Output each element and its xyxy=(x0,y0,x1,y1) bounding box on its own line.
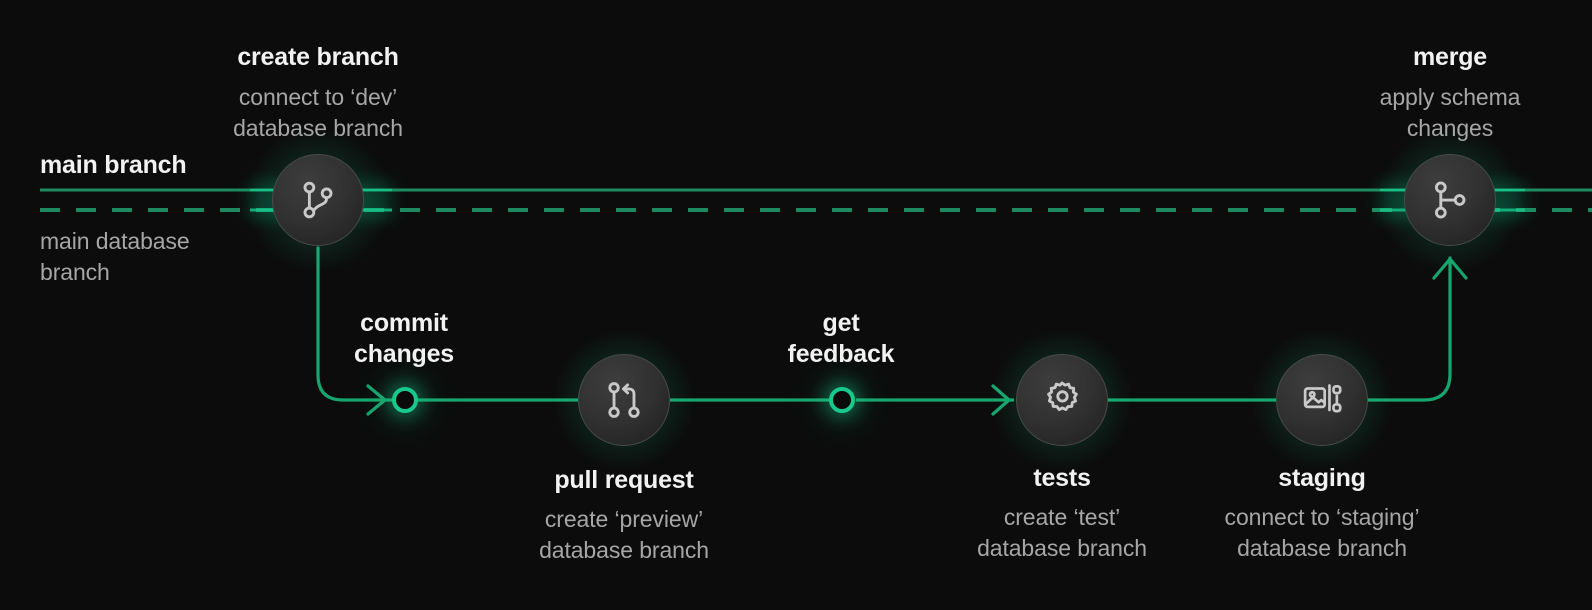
node-pull-request[interactable] xyxy=(578,354,670,446)
gear-icon xyxy=(1039,377,1085,423)
main-line-glow xyxy=(250,188,1525,212)
node-commit-changes[interactable] xyxy=(392,387,418,413)
get-feedback-title: get feedback xyxy=(787,309,895,368)
tests-arrowhead xyxy=(991,384,1011,416)
pull-request-subtitle: create ‘preview’ database branch xyxy=(539,506,709,563)
git-merge-icon xyxy=(1427,177,1473,223)
image-data-icon xyxy=(1299,377,1345,423)
staging-to-merge-connector xyxy=(1366,256,1452,402)
pull-request-title: pull request xyxy=(554,466,694,494)
tests-title: tests xyxy=(1033,464,1091,492)
git-branch-icon xyxy=(295,177,341,223)
pull-request-icon xyxy=(601,377,647,423)
commit-changes-title: commit changes xyxy=(353,309,455,368)
node-staging[interactable] xyxy=(1276,354,1368,446)
merge-arrowhead xyxy=(1432,257,1468,280)
main-branch-label: main branch xyxy=(40,151,187,179)
node-tests[interactable] xyxy=(1016,354,1108,446)
staging-title: staging xyxy=(1278,464,1366,492)
node-get-feedback[interactable] xyxy=(829,387,855,413)
node-create-branch[interactable] xyxy=(272,154,364,246)
node-merge[interactable] xyxy=(1404,154,1496,246)
merge-subtitle: apply schema changes xyxy=(1379,84,1521,141)
commit-changes-arrowhead xyxy=(366,384,387,416)
merge-title: merge xyxy=(1412,43,1488,71)
staging-subtitle: connect to ‘staging’ database branch xyxy=(1224,504,1420,561)
main-database-branch-label: main database branch xyxy=(40,228,190,285)
create-branch-subtitle: connect to ‘dev’ database branch xyxy=(233,84,403,141)
tests-subtitle: create ‘test’ database branch xyxy=(977,504,1147,561)
create-branch-title: create branch xyxy=(237,43,399,71)
